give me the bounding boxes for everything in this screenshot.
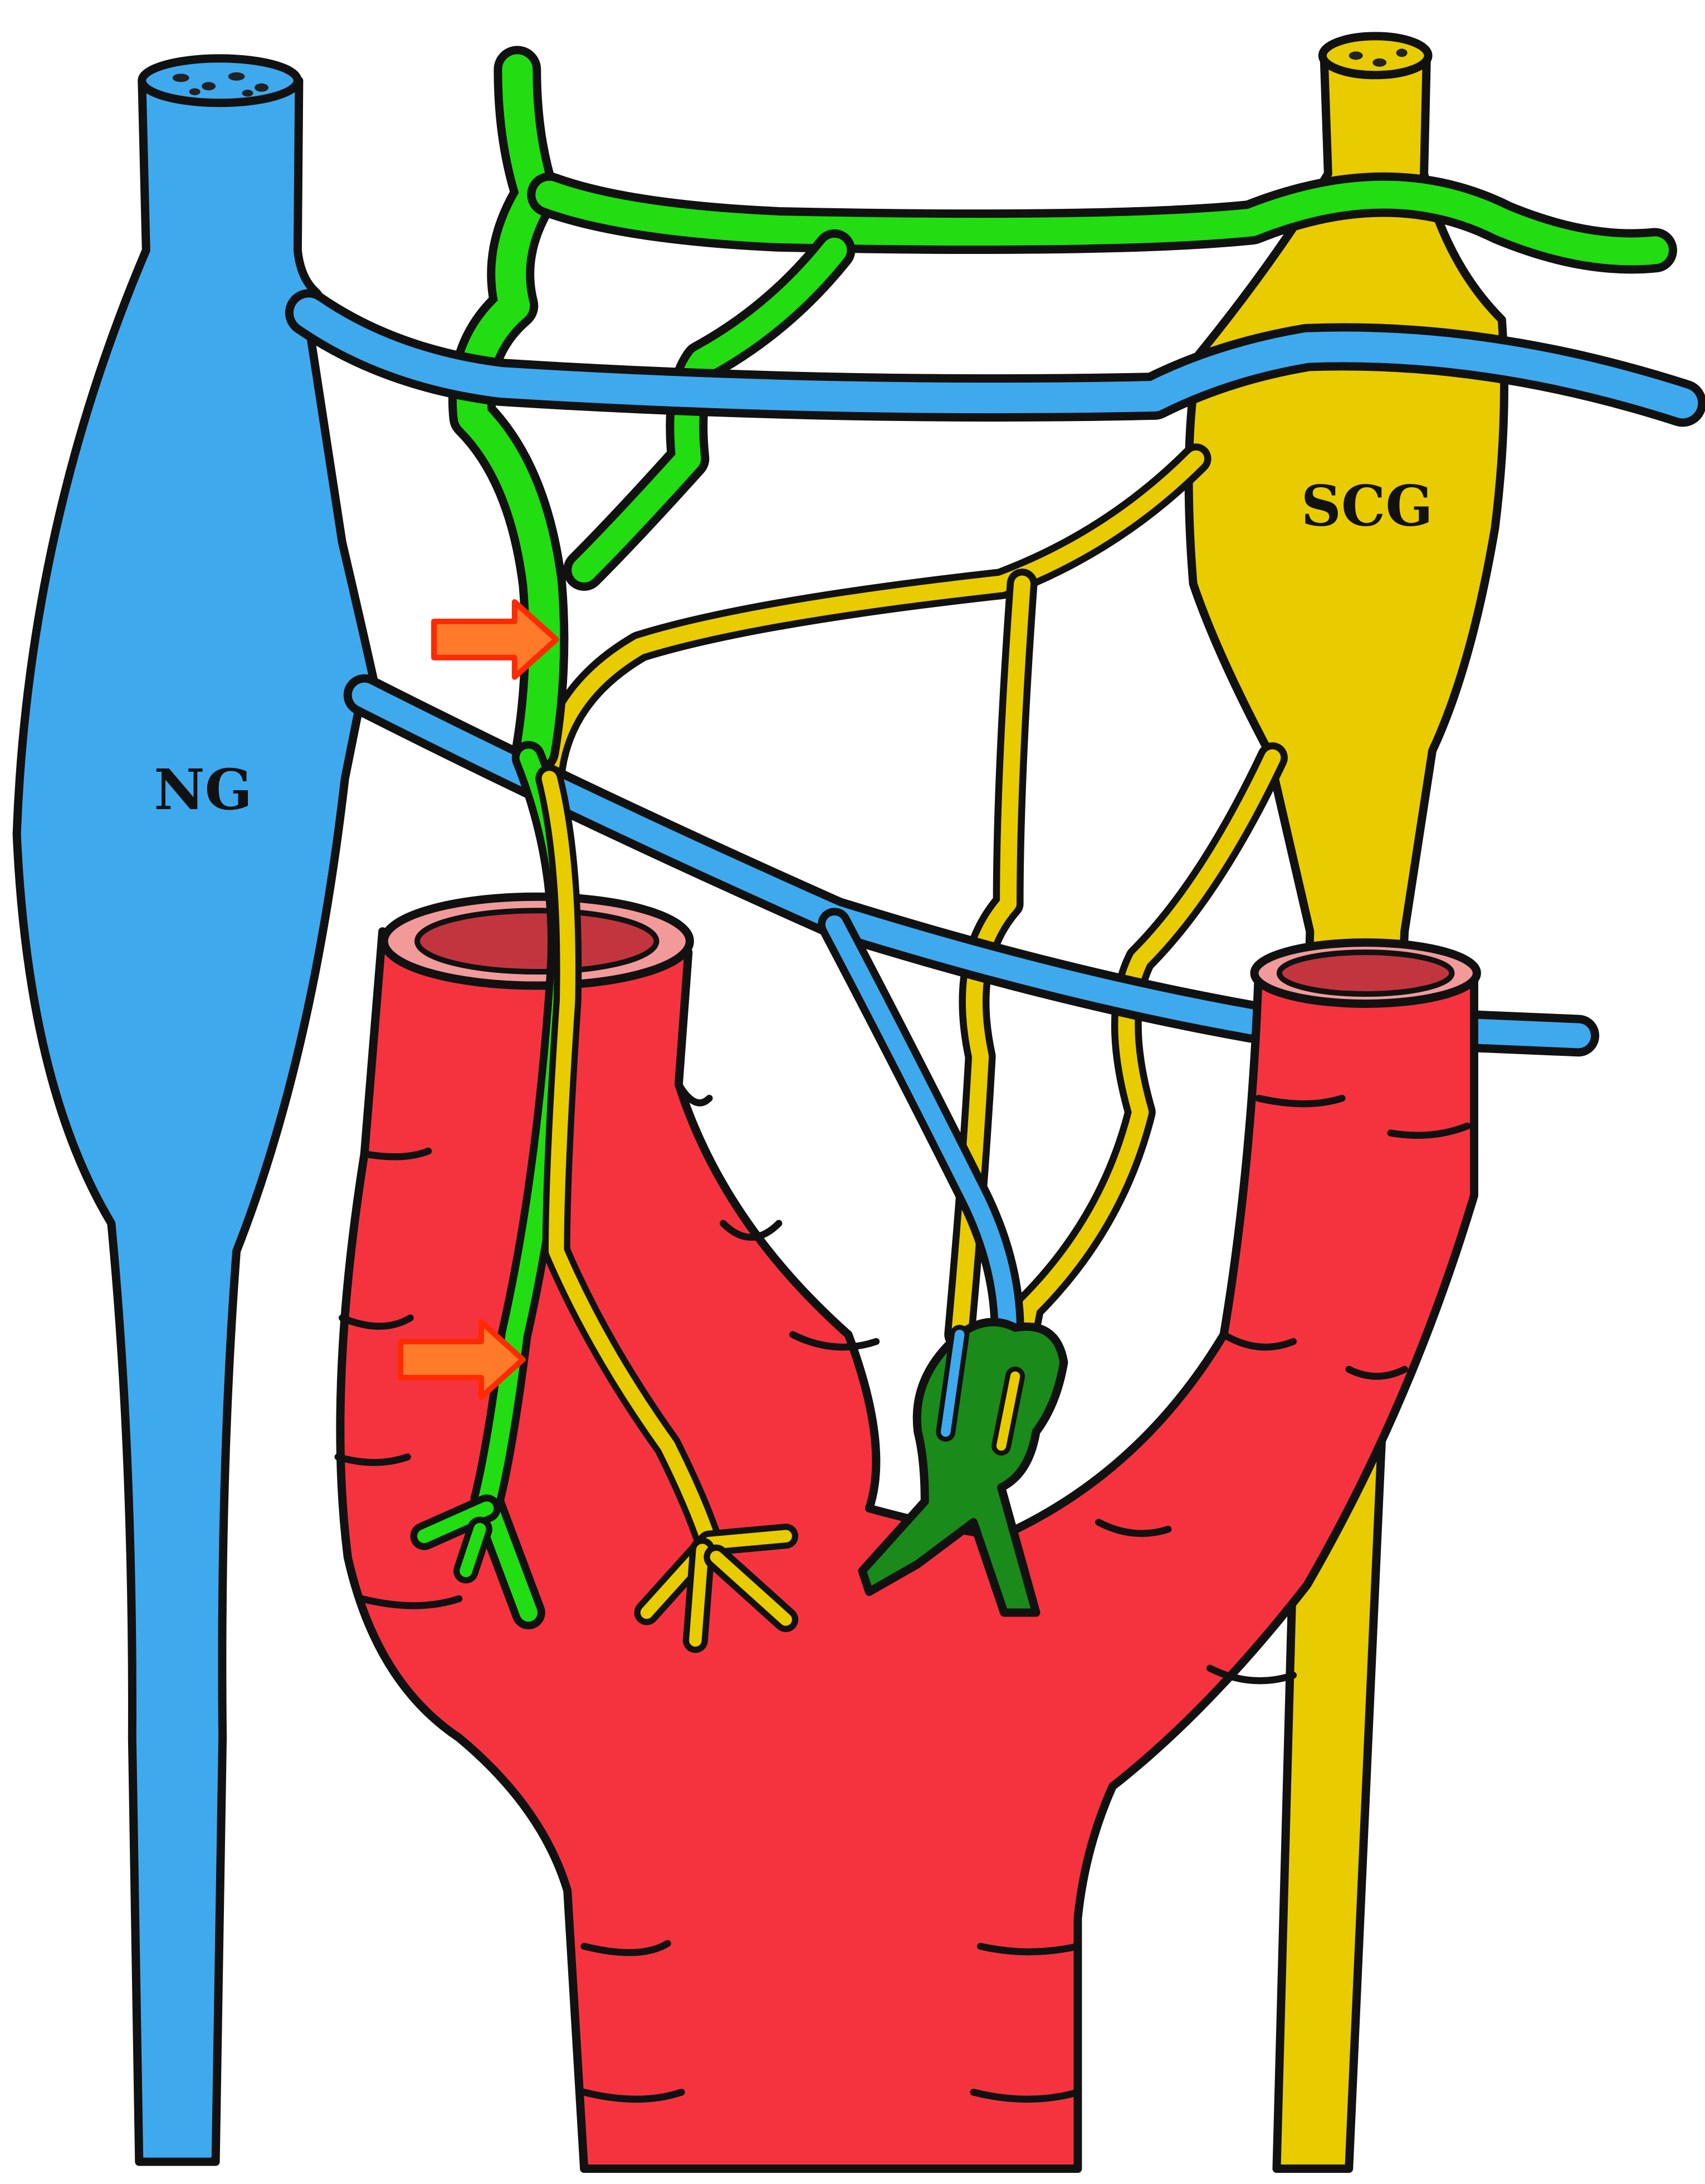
arrow-icon bbox=[398, 1319, 526, 1400]
arrow-icon bbox=[431, 599, 559, 680]
internal-carotid-lumen bbox=[414, 908, 659, 975]
carotid-sinus-nerve bbox=[410, 741, 799, 1653]
sympathetic-fascicles bbox=[1349, 48, 1408, 67]
artery-wall-ridges bbox=[334, 1081, 1471, 2103]
external-carotid-lumen bbox=[1276, 949, 1455, 997]
superior-cervical-ganglion-label: SCG bbox=[1301, 473, 1433, 539]
nodose-ganglion-vagus-trunk bbox=[12, 76, 380, 2166]
nodose-ganglion-cut-end bbox=[138, 54, 302, 107]
carotid-body-nerve-endings bbox=[936, 1325, 1025, 1456]
sympathetic-trunk-cut-end bbox=[1318, 32, 1433, 80]
nerve-fascicles bbox=[172, 72, 268, 97]
vagal-branches bbox=[285, 289, 1705, 1407]
nodose-ganglion-label: NG bbox=[154, 757, 252, 822]
